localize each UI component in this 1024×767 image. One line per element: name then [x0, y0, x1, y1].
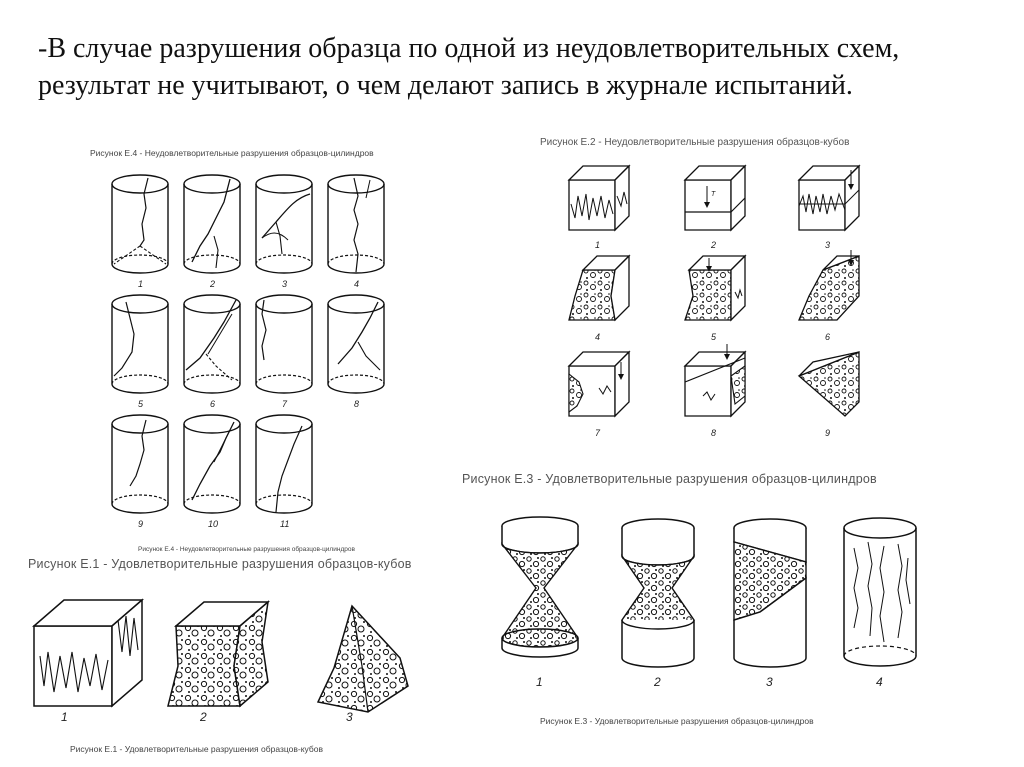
e4-label-9: 9	[138, 519, 143, 529]
e4-specimen-10	[183, 414, 241, 514]
e3-label-1: 1	[536, 675, 543, 689]
e4-specimen-7	[255, 294, 313, 394]
e2-label-9: 9	[825, 428, 830, 438]
e1-label-3: 3	[346, 710, 353, 724]
figure-e1-drawing: 1 2 3	[31, 598, 409, 724]
e4-specimen-9	[111, 414, 169, 514]
e2-label-8: 8	[711, 428, 716, 438]
e2-label-3: 3	[825, 240, 830, 250]
figure-e1-caption-bottom: Рисунок Е.1 - Удовлетворительные разруше…	[70, 744, 323, 754]
e4-specimen-11	[255, 414, 313, 514]
figure-e3-caption: Рисунок Е.3 - Удовлетворительные разруше…	[462, 472, 877, 486]
e4-label-2: 2	[209, 279, 215, 289]
e4-specimen-1	[111, 174, 169, 274]
figure-e1-caption: Рисунок Е.1 - Удовлетворительные разруше…	[28, 557, 412, 571]
e2-label-7: 7	[595, 428, 601, 438]
e3-specimen-4	[843, 517, 917, 667]
e2-specimen-3	[798, 165, 860, 231]
e4-specimen-2	[183, 174, 241, 274]
e2-specimen-2: T	[684, 165, 746, 231]
figure-e4-caption: Рисунок Е.4 - Неудовлетворительные разру…	[90, 148, 374, 158]
e4-specimen-8	[327, 294, 385, 394]
e1-label-2: 2	[199, 710, 207, 724]
e1-specimen-1	[31, 598, 145, 708]
e4-label-11: 11	[280, 519, 289, 529]
e4-label-7: 7	[282, 399, 288, 409]
figure-e3-caption-bottom: Рисунок Е.3 - Удовлетворительные разруше…	[540, 716, 814, 726]
e3-label-4: 4	[876, 675, 883, 689]
e3-label-2: 2	[653, 675, 661, 689]
figure-e2-panel: T 1 2 3	[555, 152, 885, 452]
e4-label-6: 6	[210, 399, 215, 409]
e2-force-label-2: T	[711, 191, 716, 198]
e1-specimen-2	[167, 600, 271, 708]
e2-specimen-4	[568, 254, 631, 322]
e4-label-4: 4	[354, 279, 359, 289]
e4-specimen-5	[111, 294, 169, 394]
figure-e3-drawing: 1 2 3 4	[501, 516, 917, 689]
e2-specimen-9	[797, 351, 860, 417]
e4-specimen-3	[255, 174, 313, 274]
e3-specimen-1	[501, 516, 579, 658]
e3-specimen-3	[733, 518, 807, 668]
figure-e2-caption: Рисунок Е.2 - Неудовлетворительные разру…	[540, 137, 850, 148]
e2-specimen-1	[568, 165, 630, 231]
e2-specimen-6	[798, 250, 860, 321]
e4-specimen-4	[327, 174, 385, 274]
e2-label-6: 6	[825, 332, 830, 342]
figure-e4-drawing: 1 2 3 4 5 6 7 8	[111, 174, 385, 529]
e2-specimen-8	[684, 344, 746, 417]
e3-specimen-2	[621, 518, 695, 668]
figure-e3-panel: 1 2 3 4	[495, 508, 935, 698]
figure-e1-panel: 1 2 3	[28, 586, 428, 726]
e1-specimen-3	[316, 604, 409, 713]
e2-label-2: 2	[710, 240, 716, 250]
e4-specimen-6	[183, 294, 241, 394]
e3-label-3: 3	[766, 675, 773, 689]
e4-label-1: 1	[138, 279, 143, 289]
e2-specimen-5	[684, 254, 747, 322]
slide-text: -В случае разрушения образца по одной из…	[38, 33, 900, 101]
figure-e2-drawing: T 1 2 3	[568, 165, 860, 438]
e4-label-10: 10	[208, 519, 218, 529]
e2-specimen-7	[568, 351, 630, 417]
e4-label-5: 5	[138, 399, 144, 409]
e2-label-1: 1	[595, 240, 600, 250]
e4-label-3: 3	[282, 279, 287, 289]
e1-label-1: 1	[61, 710, 68, 724]
figure-e4-caption-bottom: Рисунок Е.4 - Неудовлетворительные разру…	[138, 546, 355, 553]
e4-label-8: 8	[354, 399, 359, 409]
e2-label-5: 5	[711, 332, 717, 342]
figure-e4-panel: 1 2 3 4 5 6 7 8	[95, 162, 415, 550]
e2-label-4: 4	[595, 332, 600, 342]
